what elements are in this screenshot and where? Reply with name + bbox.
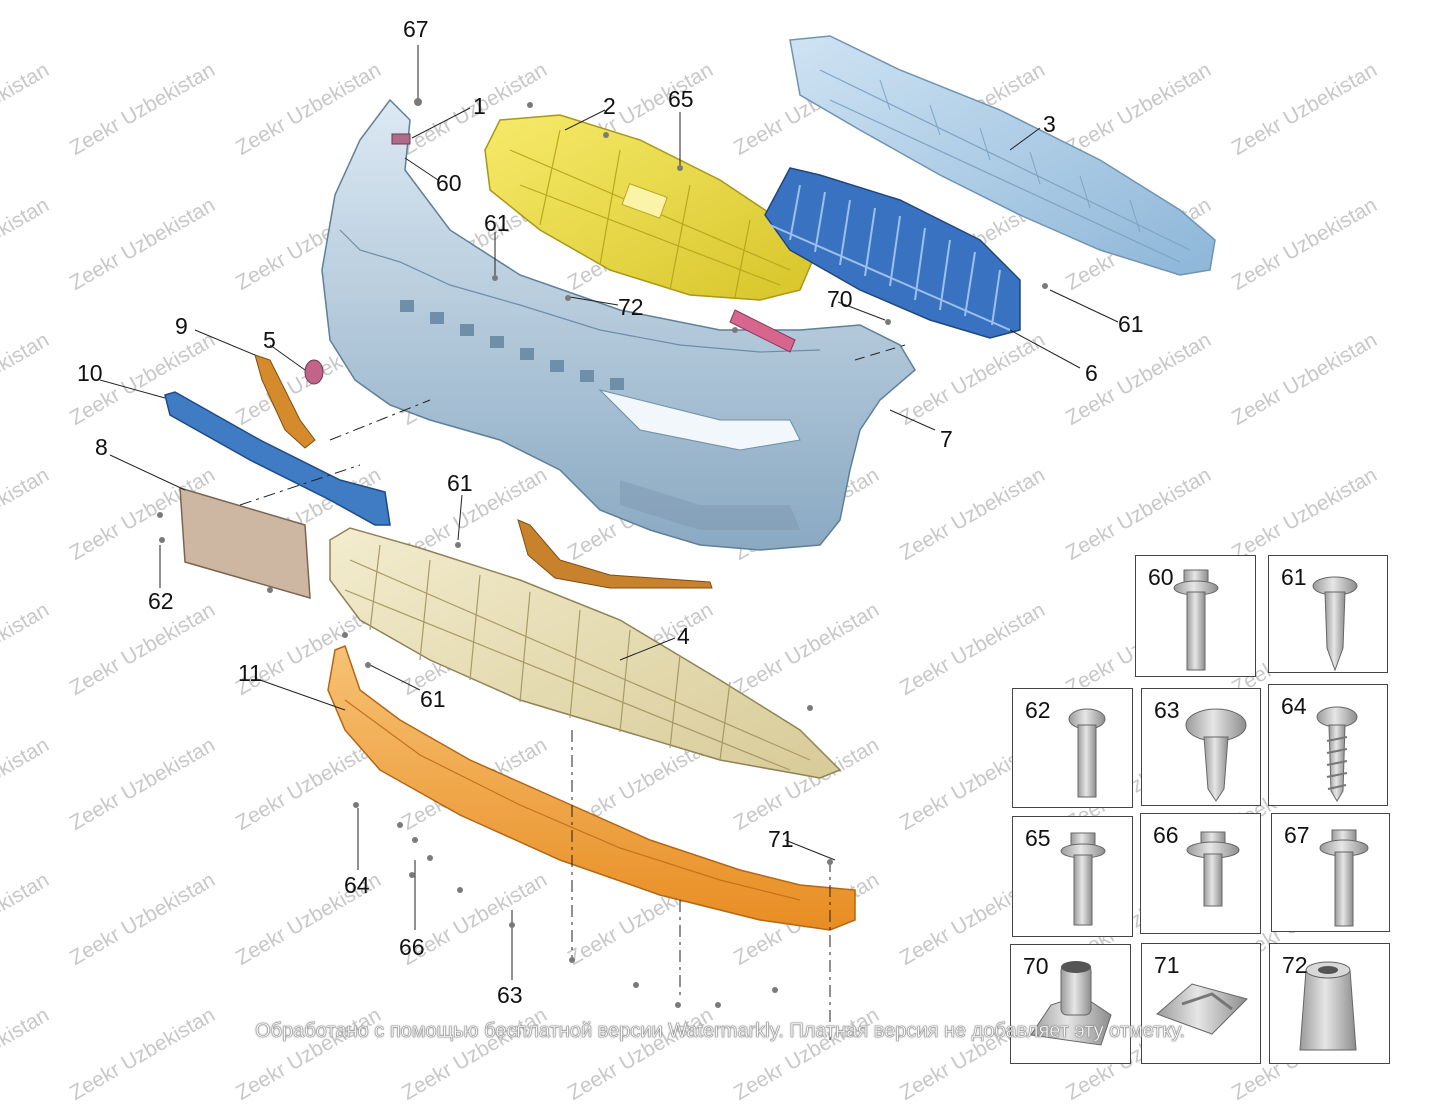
tow-cap-5 [304,359,324,385]
small-fasteners [157,98,1048,1008]
fastener-label: 65 [1025,825,1051,851]
callout-11: 11 [238,660,262,686]
fastener-label: 60 [1148,564,1174,590]
leader-lines [99,45,1119,1040]
side-trim-9 [254,354,316,449]
side-strip [517,519,713,589]
lip-spoiler-11 [327,645,856,931]
license-bracket-8 [179,486,311,600]
skid-plate-4 [329,527,842,779]
energy-absorber [789,35,1216,276]
callout-4: 4 [677,623,690,649]
callout-66: 66 [399,934,425,960]
fastener-cell-64: 64 [1268,684,1388,806]
watermark-notice: Обработано с помощью бесплатной версии W… [255,1020,1185,1043]
fastener-label: 63 [1154,697,1180,723]
fastener-label: 61 [1281,564,1307,590]
callout-10: 10 [77,360,103,386]
fastener-cell-62: 62 [1012,688,1133,808]
callout-8: 8 [95,434,108,460]
bracket-70 [729,309,796,353]
callout-61b: 61 [1118,311,1144,337]
callout-62: 62 [148,588,174,614]
upper-shield [484,114,813,301]
callout-1: 1 [473,93,486,119]
callout-7: 7 [940,426,953,452]
callout-60: 60 [436,170,462,196]
fastener-label: 62 [1025,697,1051,723]
grille [764,167,1021,339]
callout-6: 6 [1085,360,1098,386]
fastener-label: 67 [1284,822,1310,848]
fastener-cell-72: 72 [1269,943,1390,1064]
hex-flange-bolt-icon [1173,569,1219,671]
fastener-cell-71: 71 [1141,943,1261,1064]
trim-strip-10 [164,391,391,526]
fastener-label: 72 [1282,952,1308,978]
hex-nut-insert-icon [1299,961,1357,1051]
fastener-label: 71 [1154,952,1180,978]
parts-illustration [99,35,1216,1040]
tapping-screw-icon [1316,706,1358,802]
callout-2: 2 [603,93,616,119]
spring-clip-icon [1156,983,1248,1035]
fastener-cell-63: 63 [1141,688,1261,806]
torx-pin-icon [1068,708,1106,798]
callout-67: 67 [403,16,429,42]
bumper-cover [321,98,916,551]
fastener-cell-65: 65 [1012,816,1133,937]
callout-61a: 61 [484,210,510,236]
fastener-cell-66: 66 [1140,813,1261,934]
push-rivet-icon [1185,708,1247,802]
callout-71: 71 [768,826,794,852]
callout-3: 3 [1043,111,1056,137]
fastener-label: 70 [1023,953,1049,979]
callout-61c: 61 [447,470,473,496]
hex-flange-bolt-icon [1060,832,1106,926]
hex-flange-bolt-icon [1319,829,1369,927]
callout-70: 70 [827,286,853,312]
fastener-cell-70: 70 [1010,944,1131,1064]
callout-61d: 61 [420,686,446,712]
fastener-cell-60: 60 [1135,555,1256,677]
fastener-cell-67: 67 [1271,813,1390,932]
callout-64: 64 [344,872,370,898]
callout-72: 72 [618,294,644,320]
fastener-label: 64 [1281,693,1307,719]
callout-63: 63 [497,982,523,1008]
torx-screw-icon [1312,576,1358,672]
bracket-1 [391,133,411,145]
callout-9: 9 [175,313,188,339]
clip-nut-icon [1030,961,1112,1046]
fastener-label: 66 [1153,822,1179,848]
hex-flange-bolt-icon [1186,831,1240,907]
callout-5: 5 [263,327,276,353]
callout-65: 65 [668,86,694,112]
fastener-cell-61: 61 [1268,555,1388,673]
